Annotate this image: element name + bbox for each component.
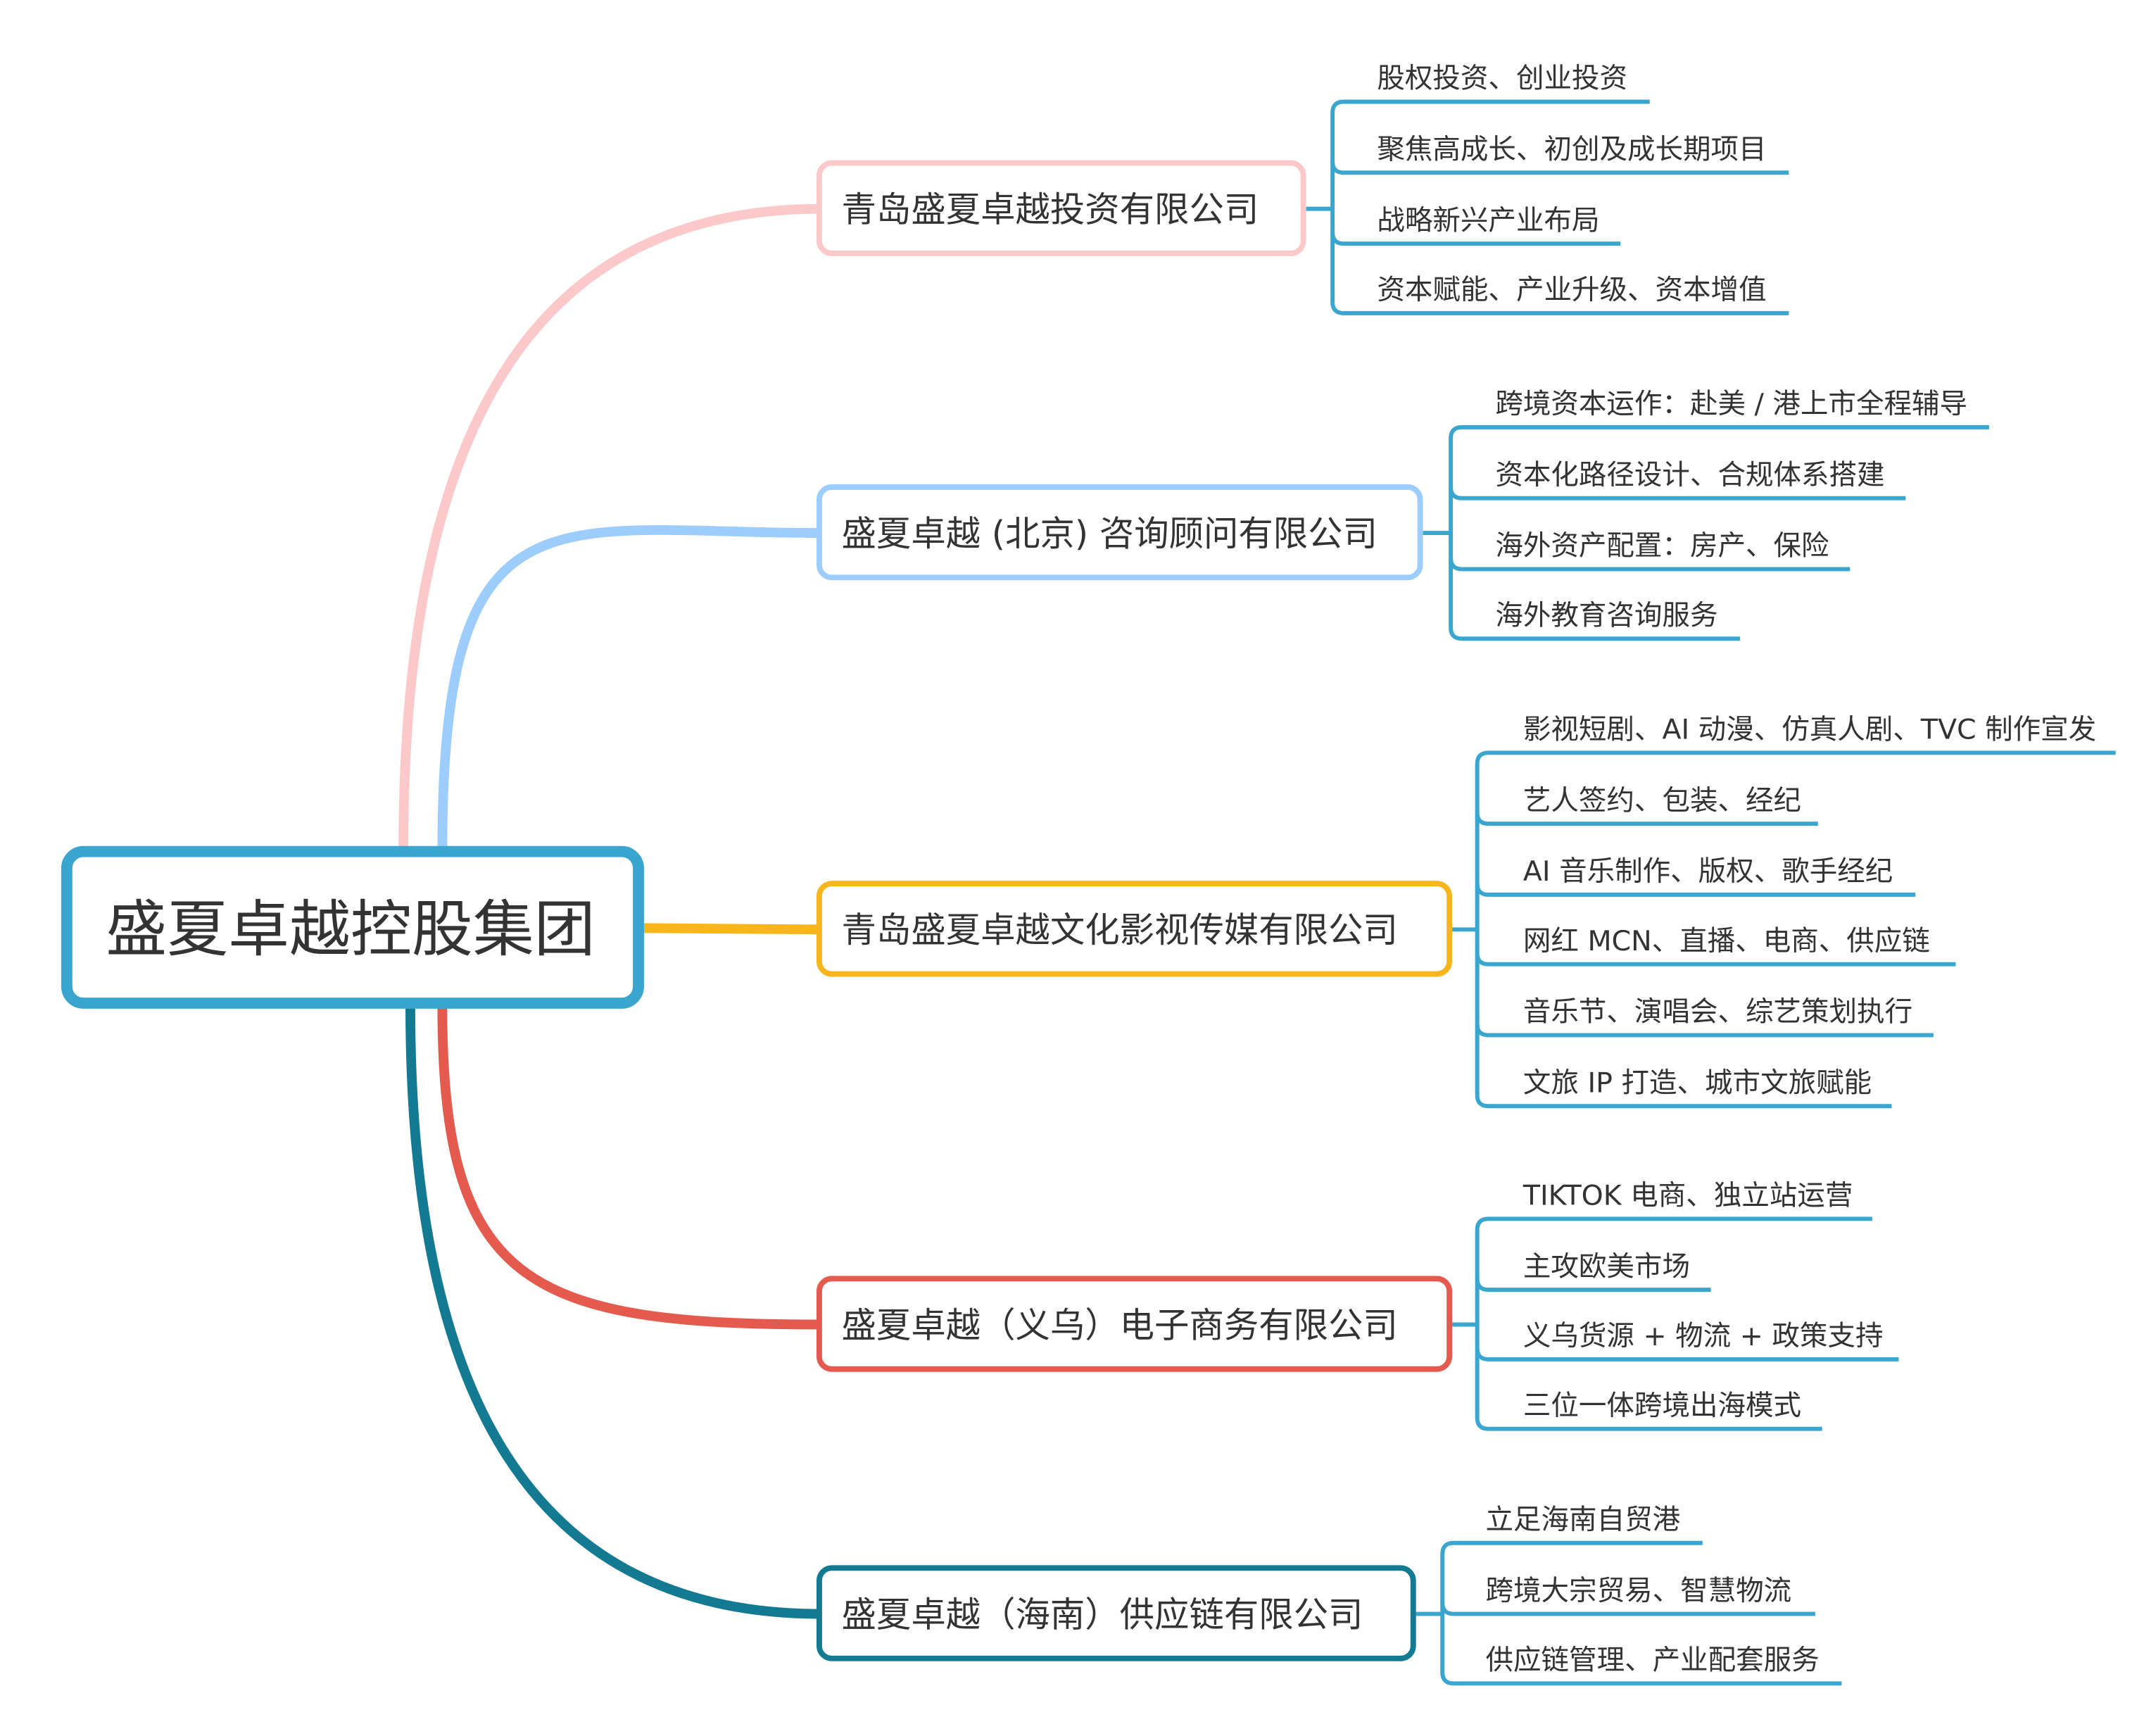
leaf-label: AI 音乐制作、版权、歌手经纪 xyxy=(1523,855,1893,888)
leaf-corner xyxy=(1475,883,1489,897)
leaf-label: 海外资产配置：房产、保险 xyxy=(1495,530,1829,562)
leaf-label: 聚焦高成长、初创及成长期项目 xyxy=(1377,134,1766,166)
leaf-corner xyxy=(1475,952,1489,967)
leaf-item[interactable]: 股权投资、创业投资 xyxy=(1343,63,1650,104)
leaf-item[interactable]: 主攻欧美市场 xyxy=(1475,1250,1711,1293)
leaf-item[interactable]: 供应链管理、产业配套服务 xyxy=(1454,1644,1842,1686)
branch-node-box xyxy=(816,881,1453,977)
leaf-item[interactable]: 海外教育咨询服务 xyxy=(1461,600,1741,641)
leaf-item[interactable]: 义乌货源 + 物流 + 政策支持 xyxy=(1475,1320,1899,1361)
leaf-label: 股权投资、创业投资 xyxy=(1377,63,1627,95)
branch-node-label: 盛夏卓越（义乌）电子商务有限公司 xyxy=(842,1304,1398,1345)
leaf-group-1: 股权投资、创业投资聚焦高成长、初创及成长期项目战略新兴产业布局资本赋能、产业升级… xyxy=(1306,63,1789,315)
leaf-groups: 股权投资、创业投资聚焦高成长、初创及成长期项目战略新兴产业布局资本赋能、产业升级… xyxy=(1306,63,2116,1686)
leaf-item[interactable]: 网红 MCN、直播、电商、供应链 xyxy=(1475,925,1956,967)
leaf-bracket xyxy=(1330,99,1344,315)
branch-node-box xyxy=(816,160,1306,256)
branch-node-4[interactable]: 盛夏卓越（义乌）电子商务有限公司 xyxy=(816,1276,1453,1372)
leaf-corner xyxy=(1475,1278,1489,1293)
leaf-corner xyxy=(1449,486,1463,501)
leaf-corner xyxy=(1449,558,1463,572)
branch-node-label: 盛夏卓越（海南）供应链有限公司 xyxy=(842,1594,1363,1635)
leaf-label: 供应链管理、产业配套服务 xyxy=(1486,1644,1820,1677)
leaf-item[interactable]: 跨境大宗贸易、智慧物流 xyxy=(1440,1575,1815,1616)
leaf-item[interactable]: 立足海南自贸港 xyxy=(1454,1504,1703,1545)
branch-node-box xyxy=(816,484,1423,581)
branch-curve-2 xyxy=(437,525,821,849)
leaf-item[interactable]: TIKTOK 电商、独立站运营 xyxy=(1488,1180,1872,1221)
leaf-corner xyxy=(1475,812,1489,826)
leaf-item[interactable]: 跨境资本运作：赴美 / 港上市全程辅导 xyxy=(1461,388,1989,429)
leaf-label: TIKTOK 电商、独立站运营 xyxy=(1523,1180,1853,1212)
leaf-label: 义乌货源 + 物流 + 政策支持 xyxy=(1523,1320,1884,1352)
leaf-item[interactable]: 三位一体跨境出海模式 xyxy=(1488,1390,1822,1431)
leaf-label: 资本化路径设计、合规体系搭建 xyxy=(1495,459,1884,491)
leaf-label: 立足海南自贸港 xyxy=(1486,1504,1681,1536)
branch-node-label: 青岛盛夏卓越文化影视传媒有限公司 xyxy=(842,910,1398,950)
leaf-corner xyxy=(1475,1347,1489,1361)
root-node[interactable]: 盛夏卓越控股集团 xyxy=(61,845,644,1009)
root-node-label: 盛夏卓越控股集团 xyxy=(106,893,595,965)
branch-node-2[interactable]: 盛夏卓越 (北京) 咨询顾问有限公司 xyxy=(816,484,1423,581)
leaf-label: 音乐节、演唱会、综艺策划执行 xyxy=(1523,996,1912,1029)
leaf-item[interactable]: 资本赋能、产业升级、资本增值 xyxy=(1343,274,1789,315)
branch-node-label: 青岛盛夏卓越投资有限公司 xyxy=(842,189,1259,229)
leaf-label: 网红 MCN、直播、电商、供应链 xyxy=(1523,925,1930,957)
leaf-item[interactable]: 文旅 IP 打造、城市文旅赋能 xyxy=(1488,1067,1892,1109)
leaf-corner xyxy=(1330,161,1344,175)
leaf-bracket xyxy=(1475,750,1489,1109)
leaf-item[interactable]: 音乐节、演唱会、综艺策划执行 xyxy=(1475,996,1934,1038)
leaf-item[interactable]: AI 音乐制作、版权、歌手经纪 xyxy=(1475,855,1916,897)
leaf-corner xyxy=(1330,232,1344,246)
leaf-label: 海外教育咨询服务 xyxy=(1495,600,1717,632)
leaf-label: 跨境资本运作：赴美 / 港上市全程辅导 xyxy=(1495,388,1967,420)
leaf-corner xyxy=(1440,1602,1454,1616)
branch-node-label: 盛夏卓越 (北京) 咨询顾问有限公司 xyxy=(842,513,1378,554)
leaf-group-2: 跨境资本运作：赴美 / 港上市全程辅导资本化路径设计、合规体系搭建海外资产配置：… xyxy=(1423,388,1989,641)
branch-node-box xyxy=(816,1565,1416,1661)
branch-curve-1 xyxy=(398,203,821,849)
leaf-label: 主攻欧美市场 xyxy=(1523,1250,1690,1283)
leaf-bracket xyxy=(1440,1540,1454,1686)
leaf-label: 战略新兴产业布局 xyxy=(1377,204,1599,237)
branch-node-3[interactable]: 青岛盛夏卓越文化影视传媒有限公司 xyxy=(816,881,1453,977)
leaf-item[interactable]: 海外资产配置：房产、保险 xyxy=(1449,530,1851,572)
leaf-bracket xyxy=(1475,1216,1489,1431)
branch-curve-4 xyxy=(437,1005,821,1330)
branch-curve-5 xyxy=(405,1005,821,1619)
leaf-label: 文旅 IP 打造、城市文旅赋能 xyxy=(1523,1067,1872,1099)
leaf-label: 影视短剧、AI 动漫、仿真人剧、TVC 制作宣发 xyxy=(1523,714,2096,746)
branch-connectors xyxy=(398,203,821,1619)
leaf-label: 三位一体跨境出海模式 xyxy=(1523,1390,1801,1422)
leaf-label: 跨境大宗贸易、智慧物流 xyxy=(1486,1575,1792,1607)
branch-node-1[interactable]: 青岛盛夏卓越投资有限公司 xyxy=(816,160,1306,256)
leaf-label: 艺人签约、包装、经纪 xyxy=(1523,784,1801,817)
root-node-box xyxy=(61,845,644,1009)
leaf-item[interactable]: 战略新兴产业布局 xyxy=(1330,204,1621,246)
leaf-item[interactable]: 聚焦高成长、初创及成长期项目 xyxy=(1330,134,1789,175)
leaf-bracket xyxy=(1449,424,1463,641)
branch-node-box xyxy=(816,1276,1453,1372)
leaf-item[interactable]: 艺人签约、包装、经纪 xyxy=(1475,784,1818,826)
leaf-corner xyxy=(1475,1024,1489,1038)
leaf-label: 资本赋能、产业升级、资本增值 xyxy=(1377,274,1766,306)
leaf-item[interactable]: 影视短剧、AI 动漫、仿真人剧、TVC 制作宣发 xyxy=(1488,714,2116,755)
leaf-item[interactable]: 资本化路径设计、合规体系搭建 xyxy=(1449,459,1906,501)
branch-curve-3 xyxy=(641,923,821,935)
branch-node-5[interactable]: 盛夏卓越（海南）供应链有限公司 xyxy=(816,1565,1416,1661)
